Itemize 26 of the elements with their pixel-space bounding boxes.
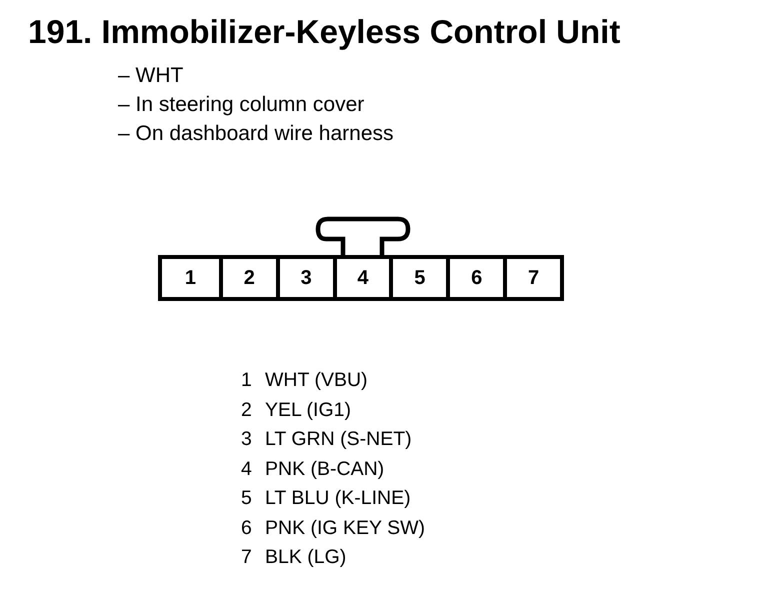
pin-number: 5 (241, 486, 252, 510)
pin-number: 7 (241, 545, 252, 569)
note-text: – In steering column cover (118, 93, 364, 117)
pin-number: 1 (241, 368, 252, 392)
wire-description: LT GRN (S-NET) (265, 427, 412, 451)
wire-description: WHT (VBU) (265, 368, 368, 392)
pin-number: 4 (241, 456, 252, 480)
pin-number: 3 (300, 266, 312, 290)
pin-number: 4 (357, 266, 369, 290)
note-text: – WHT (118, 64, 184, 88)
wire-description: LT BLU (K-LINE) (265, 486, 411, 510)
wire-description: PNK (IG KEY SW) (265, 516, 425, 540)
pin-number: 5 (414, 266, 426, 290)
wire-description: YEL (IG1) (265, 398, 351, 422)
pin-number: 7 (528, 266, 540, 290)
pin-number: 3 (241, 427, 252, 451)
pin-number: 2 (244, 266, 255, 290)
pin-number: 6 (241, 516, 252, 540)
note-text: – On dashboard wire harness (118, 122, 394, 146)
pin-number: 6 (471, 266, 482, 290)
pin-number: 2 (241, 398, 252, 422)
title: 191. Immobilizer-Keyless Control Unit (28, 12, 620, 52)
connector-body (158, 255, 564, 301)
wire-description: BLK (LG) (265, 545, 346, 569)
wire-description: PNK (B-CAN) (265, 456, 384, 480)
pin-number: 1 (184, 266, 196, 290)
